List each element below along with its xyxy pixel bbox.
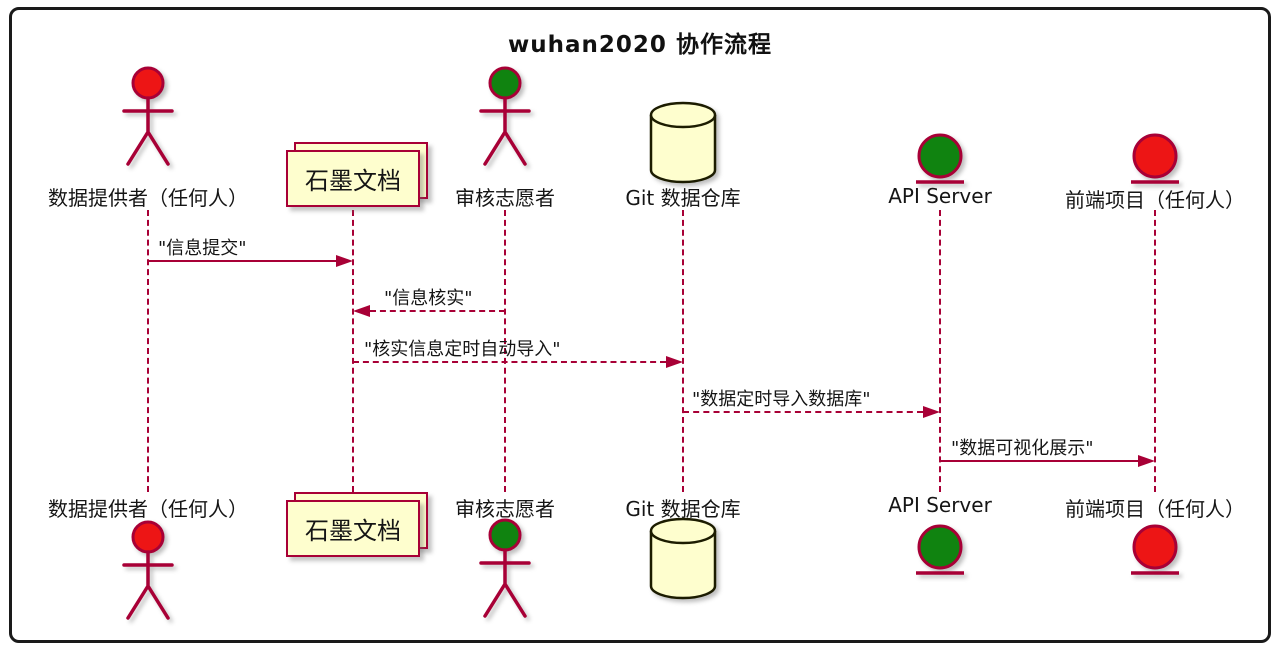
message-3-arrowhead-icon [666, 356, 683, 368]
participant-label-api-server-top: API Server [888, 184, 992, 208]
message-1-arrowhead-icon [336, 255, 353, 267]
message-4-label: "数据定时导入数据库" [692, 389, 871, 410]
diagram-title: wuhan2020 协作流程 [508, 32, 772, 58]
message-5-line [940, 460, 1138, 462]
message-1-label: "信息提交" [158, 238, 247, 259]
message-5-label: "数据可视化展示" [951, 438, 1094, 459]
message-4-arrowhead-icon [923, 406, 940, 418]
message-3-label: "核实信息定时自动导入" [364, 339, 561, 360]
diagram-border [9, 7, 1271, 643]
entity-icon-api-server-top [916, 133, 964, 184]
lifeline-git-repo [682, 210, 684, 492]
lifeline-shimo-docs [352, 210, 354, 492]
participant-label-shimo-docs-bottom: 石墨文档 [286, 500, 420, 557]
lifeline-frontend [1154, 210, 1156, 492]
lifeline-review-volunteer [504, 210, 506, 492]
entity-icon-frontend-bottom [1131, 524, 1179, 575]
participant-label-shimo-docs-top: 石墨文档 [286, 150, 420, 207]
participant-label-frontend-bottom: 前端项目（任何人） [1065, 497, 1245, 521]
message-2-line [370, 310, 505, 312]
actor-icon-data-provider-bottom [122, 520, 174, 620]
database-icon-git-repo-bottom [649, 517, 717, 600]
participant-label-git-repo-top: Git 数据仓库 [625, 186, 741, 210]
participant-label-api-server-bottom: API Server [888, 493, 992, 517]
actor-icon-review-volunteer-bottom [479, 518, 531, 618]
message-3-line [353, 361, 666, 363]
lifeline-api-server [939, 210, 941, 492]
message-2-arrowhead-icon [353, 305, 370, 317]
message-1-line [148, 260, 339, 262]
participant-label-data-provider-top: 数据提供者（任何人） [48, 186, 248, 210]
actor-icon-review-volunteer-top [479, 66, 531, 166]
participant-label-data-provider-bottom: 数据提供者（任何人） [48, 497, 248, 521]
database-icon-git-repo-top [649, 101, 717, 184]
participant-label-frontend-top: 前端项目（任何人） [1065, 188, 1245, 212]
participant-label-review-volunteer-bottom: 审核志愿者 [455, 497, 555, 521]
participant-label-review-volunteer-top: 审核志愿者 [455, 186, 555, 210]
message-4-line [683, 411, 923, 413]
message-2-label: "信息核实" [384, 288, 473, 309]
entity-icon-api-server-bottom [916, 524, 964, 575]
actor-icon-data-provider-top [122, 66, 174, 166]
entity-icon-frontend-top [1131, 133, 1179, 184]
participant-label-git-repo-bottom: Git 数据仓库 [625, 497, 741, 521]
lifeline-data-provider [147, 210, 149, 492]
message-5-arrowhead-icon [1138, 455, 1155, 467]
